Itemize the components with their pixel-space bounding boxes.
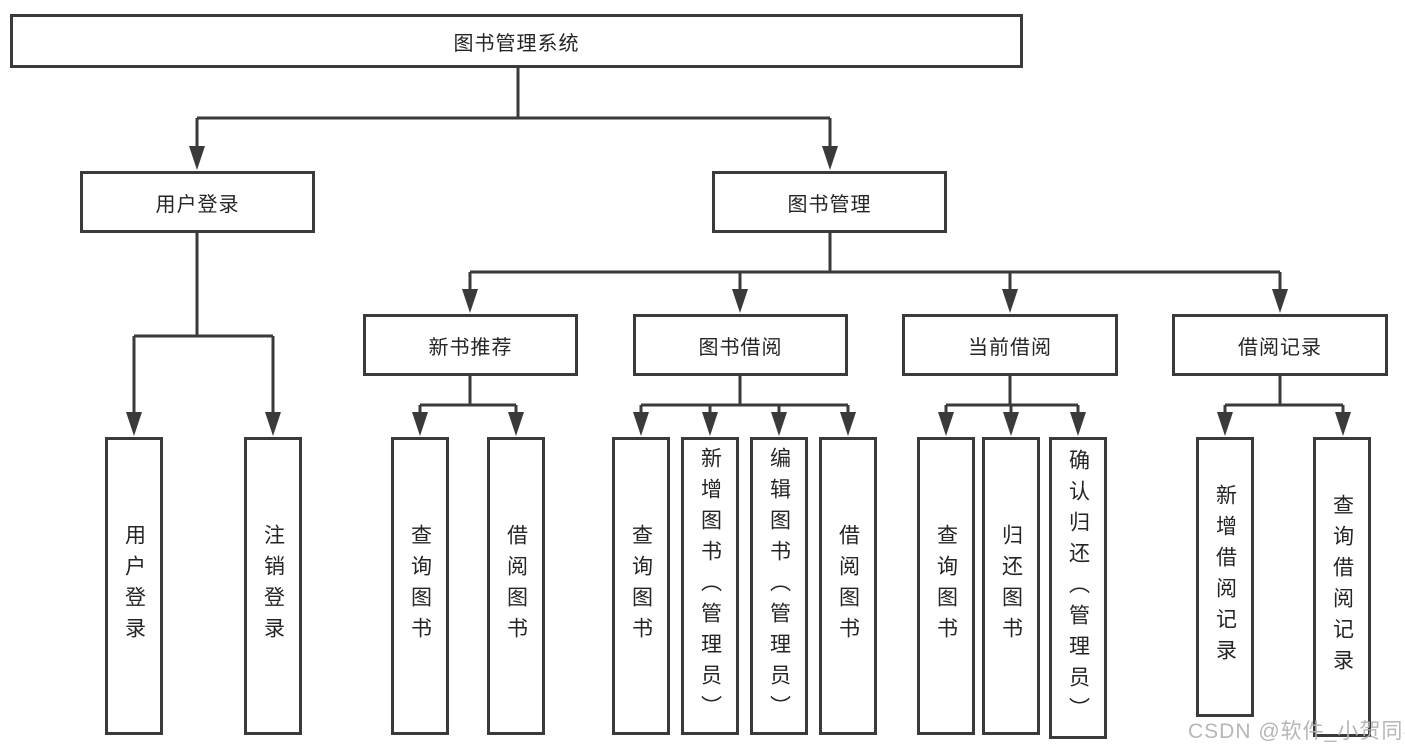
node-label: 查询图书 bbox=[629, 524, 653, 648]
node-label: 图书管理 bbox=[787, 193, 872, 216]
node-new-book-recommendation: 新书推荐 bbox=[363, 314, 578, 376]
leaf-edit-book-admin: 编辑图书（管理员） bbox=[750, 437, 808, 735]
node-label: 用户登录 bbox=[155, 193, 240, 216]
leaf-borrow-books-borrowing: 借阅图书 bbox=[819, 437, 877, 735]
node-current-borrowing: 当前借阅 bbox=[902, 314, 1118, 376]
leaf-query-books-recommend: 查询图书 bbox=[391, 437, 449, 735]
arrowhead-icon bbox=[702, 412, 718, 436]
leaf-confirm-return-admin: 确认归还（管理员） bbox=[1049, 437, 1107, 739]
arrowhead-icon bbox=[412, 412, 428, 436]
edge-path bbox=[132, 68, 1345, 416]
arrowhead-icon bbox=[771, 412, 787, 436]
node-label: 查询图书 bbox=[934, 524, 958, 648]
arrowhead-icon bbox=[732, 289, 748, 313]
leaf-logout: 注销登录 bbox=[244, 437, 302, 735]
arrowhead-icon bbox=[633, 412, 649, 436]
node-label: 新增借阅记录 bbox=[1213, 484, 1237, 670]
arrowhead-icon bbox=[1003, 412, 1019, 436]
node-label: 当前借阅 bbox=[968, 336, 1052, 359]
arrowhead-icon bbox=[126, 412, 142, 436]
arrowhead-icon bbox=[189, 146, 205, 170]
leaf-add-book-admin: 新增图书（管理员） bbox=[681, 437, 739, 735]
arrowhead-icon bbox=[822, 146, 838, 170]
arrowhead-icon bbox=[938, 412, 954, 436]
node-label: 注销登录 bbox=[261, 524, 285, 648]
arrowhead-icon bbox=[840, 412, 856, 436]
node-label: 确认归还（管理员） bbox=[1066, 448, 1090, 728]
leaf-add-borrow-record: 新增借阅记录 bbox=[1196, 437, 1254, 717]
node-label: 图书借阅 bbox=[698, 336, 783, 359]
arrowhead-icon bbox=[1002, 289, 1018, 313]
node-borrowing-records: 借阅记录 bbox=[1172, 314, 1388, 376]
node-label: 借阅图书 bbox=[836, 524, 860, 648]
csdn-watermark: CSDN @软件_小贺同学 bbox=[1188, 720, 1405, 743]
arrowhead-icon bbox=[1217, 412, 1233, 436]
leaf-borrow-books-recommend: 借阅图书 bbox=[487, 437, 545, 735]
node-label: 查询借阅记录 bbox=[1330, 494, 1354, 680]
node-label: 借阅记录 bbox=[1238, 336, 1322, 359]
node-label: 归还图书 bbox=[999, 524, 1023, 648]
leaf-query-borrow-record: 查询借阅记录 bbox=[1313, 437, 1371, 737]
node-user-login: 用户登录 bbox=[80, 171, 315, 233]
node-label: 图书管理系统 bbox=[453, 32, 580, 55]
node-library-management-system: 图书管理系统 bbox=[10, 14, 1023, 68]
leaf-query-books-borrowing: 查询图书 bbox=[612, 437, 670, 735]
arrowhead-icon bbox=[1070, 412, 1086, 436]
arrowhead-icon bbox=[1272, 289, 1288, 313]
arrowhead-icon bbox=[508, 412, 524, 436]
node-label: 新增图书（管理员） bbox=[698, 446, 722, 726]
leaf-query-books-current: 查询图书 bbox=[917, 437, 975, 735]
arrowhead-icon bbox=[265, 412, 281, 436]
node-book-borrowing: 图书借阅 bbox=[633, 314, 848, 376]
node-label: 借阅图书 bbox=[504, 524, 528, 648]
leaf-user-login: 用户登录 bbox=[105, 437, 163, 735]
node-label: 新书推荐 bbox=[428, 336, 513, 359]
node-book-management: 图书管理 bbox=[712, 171, 947, 233]
arrowhead-icon bbox=[1335, 412, 1351, 436]
node-label: 编辑图书（管理员） bbox=[767, 446, 791, 726]
node-label: 用户登录 bbox=[122, 524, 146, 648]
arrowhead-icon bbox=[462, 289, 478, 313]
node-label: 查询图书 bbox=[408, 524, 432, 648]
leaf-return-book: 归还图书 bbox=[982, 437, 1040, 735]
